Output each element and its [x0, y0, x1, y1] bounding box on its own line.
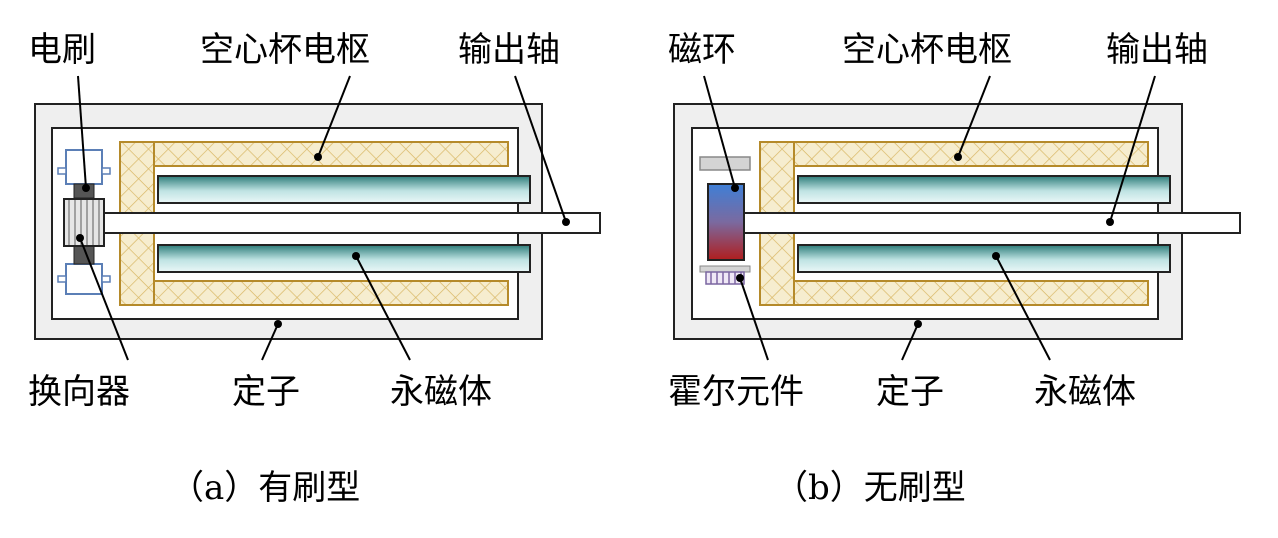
caption-brushless: （b）无刷型 — [774, 468, 966, 508]
output-shaft — [707, 212, 1241, 234]
commutator — [63, 198, 105, 247]
label-permanent-magnet: 永磁体 — [390, 372, 492, 412]
leader-dots-left — [76, 153, 570, 328]
magnet-ring — [707, 183, 745, 261]
permanent-magnet-top — [157, 175, 531, 204]
label-stator: 定子 — [232, 372, 300, 412]
brushless-motor-diagram — [673, 75, 1241, 361]
brushed-motor-diagram — [34, 75, 601, 361]
label-stator: 定子 — [876, 372, 944, 412]
hall-element — [699, 265, 751, 285]
sensor-plate — [699, 156, 751, 171]
label-magnet-ring: 磁环 — [668, 30, 736, 70]
label-cup-armature: 空心杯电枢 — [842, 30, 1012, 70]
label-permanent-magnet: 永磁体 — [1034, 372, 1136, 412]
label-output-shaft: 输出轴 — [458, 30, 560, 70]
leader-lines-right — [703, 75, 1156, 361]
permanent-magnet-bottom — [157, 244, 531, 273]
label-hall-element: 霍尔元件 — [668, 372, 804, 412]
leader-dots-right — [731, 153, 1114, 328]
output-shaft — [89, 212, 601, 234]
label-cup-armature: 空心杯电枢 — [200, 30, 370, 70]
label-output-shaft: 输出轴 — [1106, 30, 1208, 70]
cup-armature — [119, 141, 509, 306]
caption-brushed: （a）有刷型 — [170, 468, 361, 508]
permanent-magnet-top — [797, 175, 1171, 204]
label-commutator: 换向器 — [28, 372, 130, 412]
permanent-magnet-bottom — [797, 244, 1171, 273]
leader-lines-left — [77, 75, 567, 361]
label-brush: 电刷 — [28, 30, 96, 70]
